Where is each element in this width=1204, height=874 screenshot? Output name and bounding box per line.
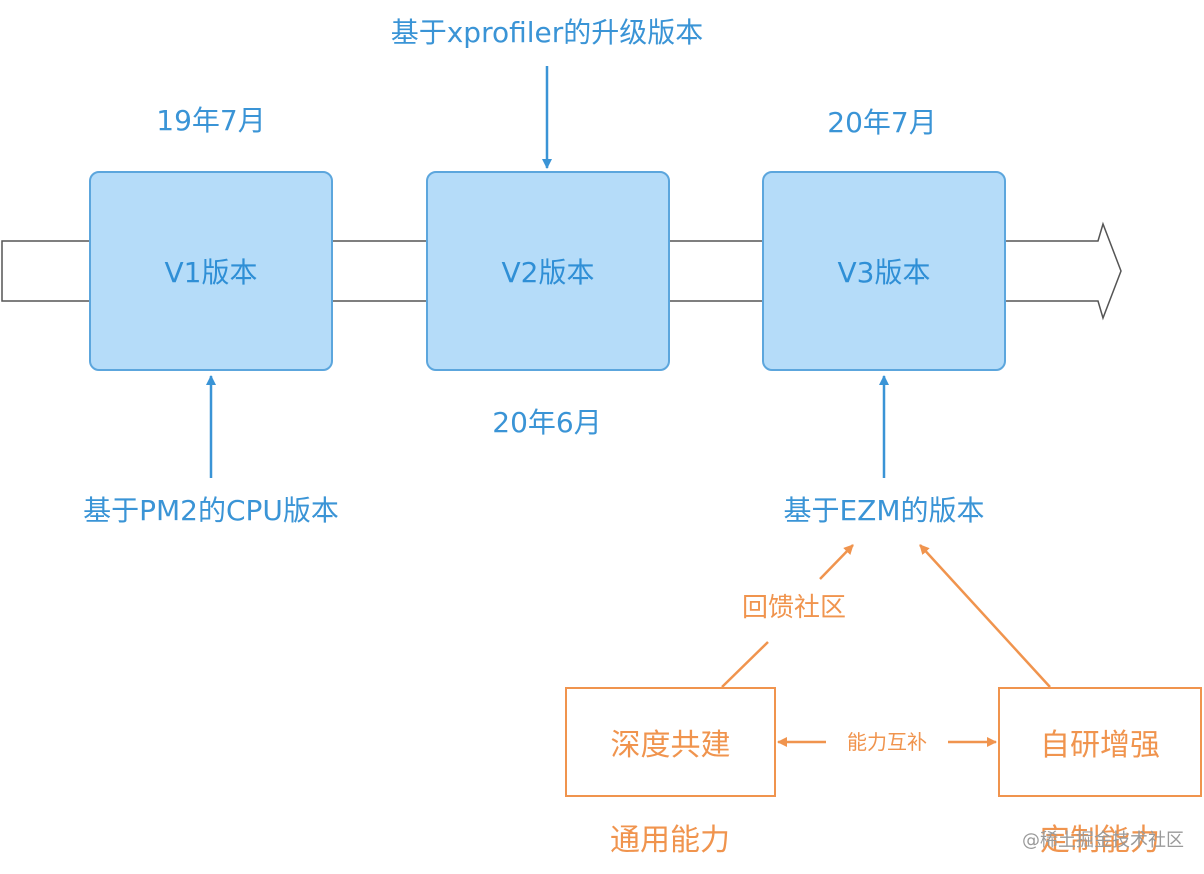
version-box-v1: V1版本 (89, 171, 333, 371)
co-build-box: 深度共建 (565, 687, 776, 797)
version-label-v1: V1版本 (164, 256, 258, 289)
version-box-v3: V3版本 (762, 171, 1006, 371)
co-build-label: 深度共建 (610, 728, 731, 763)
date-v3: 20年7月 (827, 106, 937, 139)
general-capability-caption: 通用能力 (610, 823, 730, 858)
self-enhance-label: 自研增强 (1040, 728, 1160, 763)
custom-capability-caption: 定制能力 (1040, 823, 1160, 858)
arrow-feedback-head (819, 544, 854, 580)
date-v1: 19年7月 (156, 104, 266, 137)
arrow-feedback-segment (721, 641, 769, 688)
complement-label: 能力互补 (847, 730, 927, 754)
v3-basis-text: 基于EZM的版本 (783, 494, 985, 527)
date-v2: 20年6月 (492, 406, 602, 439)
version-label-v2: V2版本 (501, 256, 595, 289)
v1-basis-text: 基于PM2的CPU版本 (83, 494, 339, 527)
self-enhance-box: 自研增强 (998, 687, 1202, 797)
watermark: @稀土掘金技术社区 (1022, 830, 1184, 851)
version-box-v2: V2版本 (426, 171, 670, 371)
version-label-v3: V3版本 (837, 256, 931, 289)
arrow-enhance (919, 544, 1051, 688)
v2-basis-text: 基于xprofiler的升级版本 (390, 16, 704, 49)
feedback-label: 回馈社区 (741, 593, 847, 623)
